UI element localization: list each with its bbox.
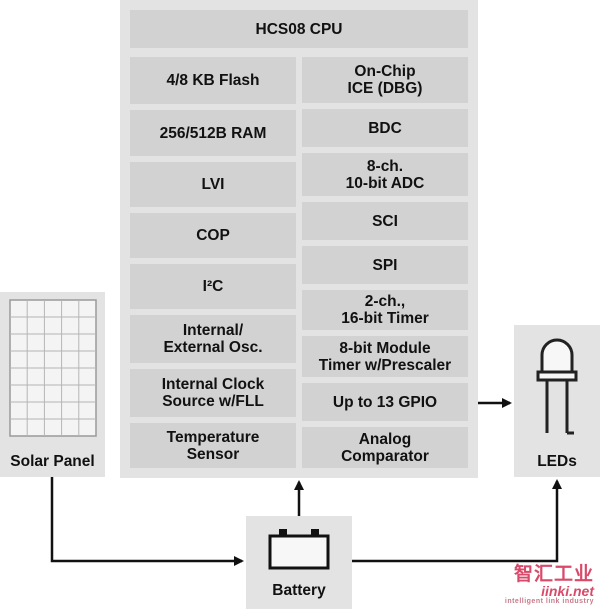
- block-i2c: I²C: [130, 264, 296, 309]
- block-internal-clock: Internal Clock Source w/FLL: [130, 369, 296, 417]
- block-on-chip-ice: On-Chip ICE (DBG): [302, 57, 468, 103]
- solar-panel-box: Solar Panel: [0, 292, 105, 477]
- arrow-solar-to-battery: [50, 477, 244, 566]
- block-ram: 256/512B RAM: [130, 110, 296, 156]
- block-analog-comparator: Analog Comparator: [302, 427, 468, 468]
- led-icon: [536, 338, 578, 435]
- mcu-block: HCS08 CPU 4/8 KB Flash 256/512B RAM LVI …: [120, 0, 478, 478]
- block-16bit-timer: 2-ch., 16-bit Timer: [302, 290, 468, 330]
- watermark-line2: iinki.net: [541, 583, 594, 599]
- watermark-line1: 智汇工业: [513, 564, 594, 585]
- leds-box: LEDs: [514, 325, 600, 477]
- battery-box: Battery: [246, 516, 352, 609]
- block-sci: SCI: [302, 202, 468, 240]
- watermark-line3: intelligent link industry: [504, 598, 594, 605]
- leds-label: LEDs: [537, 453, 577, 470]
- block-flash: 4/8 KB Flash: [130, 57, 296, 104]
- block-cop: COP: [130, 213, 296, 258]
- battery-icon: [268, 529, 330, 570]
- arrow-battery-to-leds: [352, 479, 562, 563]
- block-lvi: LVI: [130, 162, 296, 207]
- block-spi: SPI: [302, 246, 468, 284]
- battery-label: Battery: [272, 582, 326, 599]
- block-temperature-sensor: Temperature Sensor: [130, 423, 296, 468]
- block-oscillator: Internal/ External Osc.: [130, 315, 296, 363]
- block-gpio: Up to 13 GPIO: [302, 383, 468, 421]
- block-adc: 8-ch. 10-bit ADC: [302, 153, 468, 196]
- cpu-title: HCS08 CPU: [130, 10, 468, 48]
- watermark: 智汇工业 iinki.net intelligent link industry: [505, 565, 594, 605]
- solar-panel-icon: [9, 299, 97, 437]
- block-8bit-timer: 8-bit Module Timer w/Prescaler: [302, 336, 468, 377]
- solar-panel-label: Solar Panel: [10, 453, 95, 470]
- block-bdc: BDC: [302, 109, 468, 147]
